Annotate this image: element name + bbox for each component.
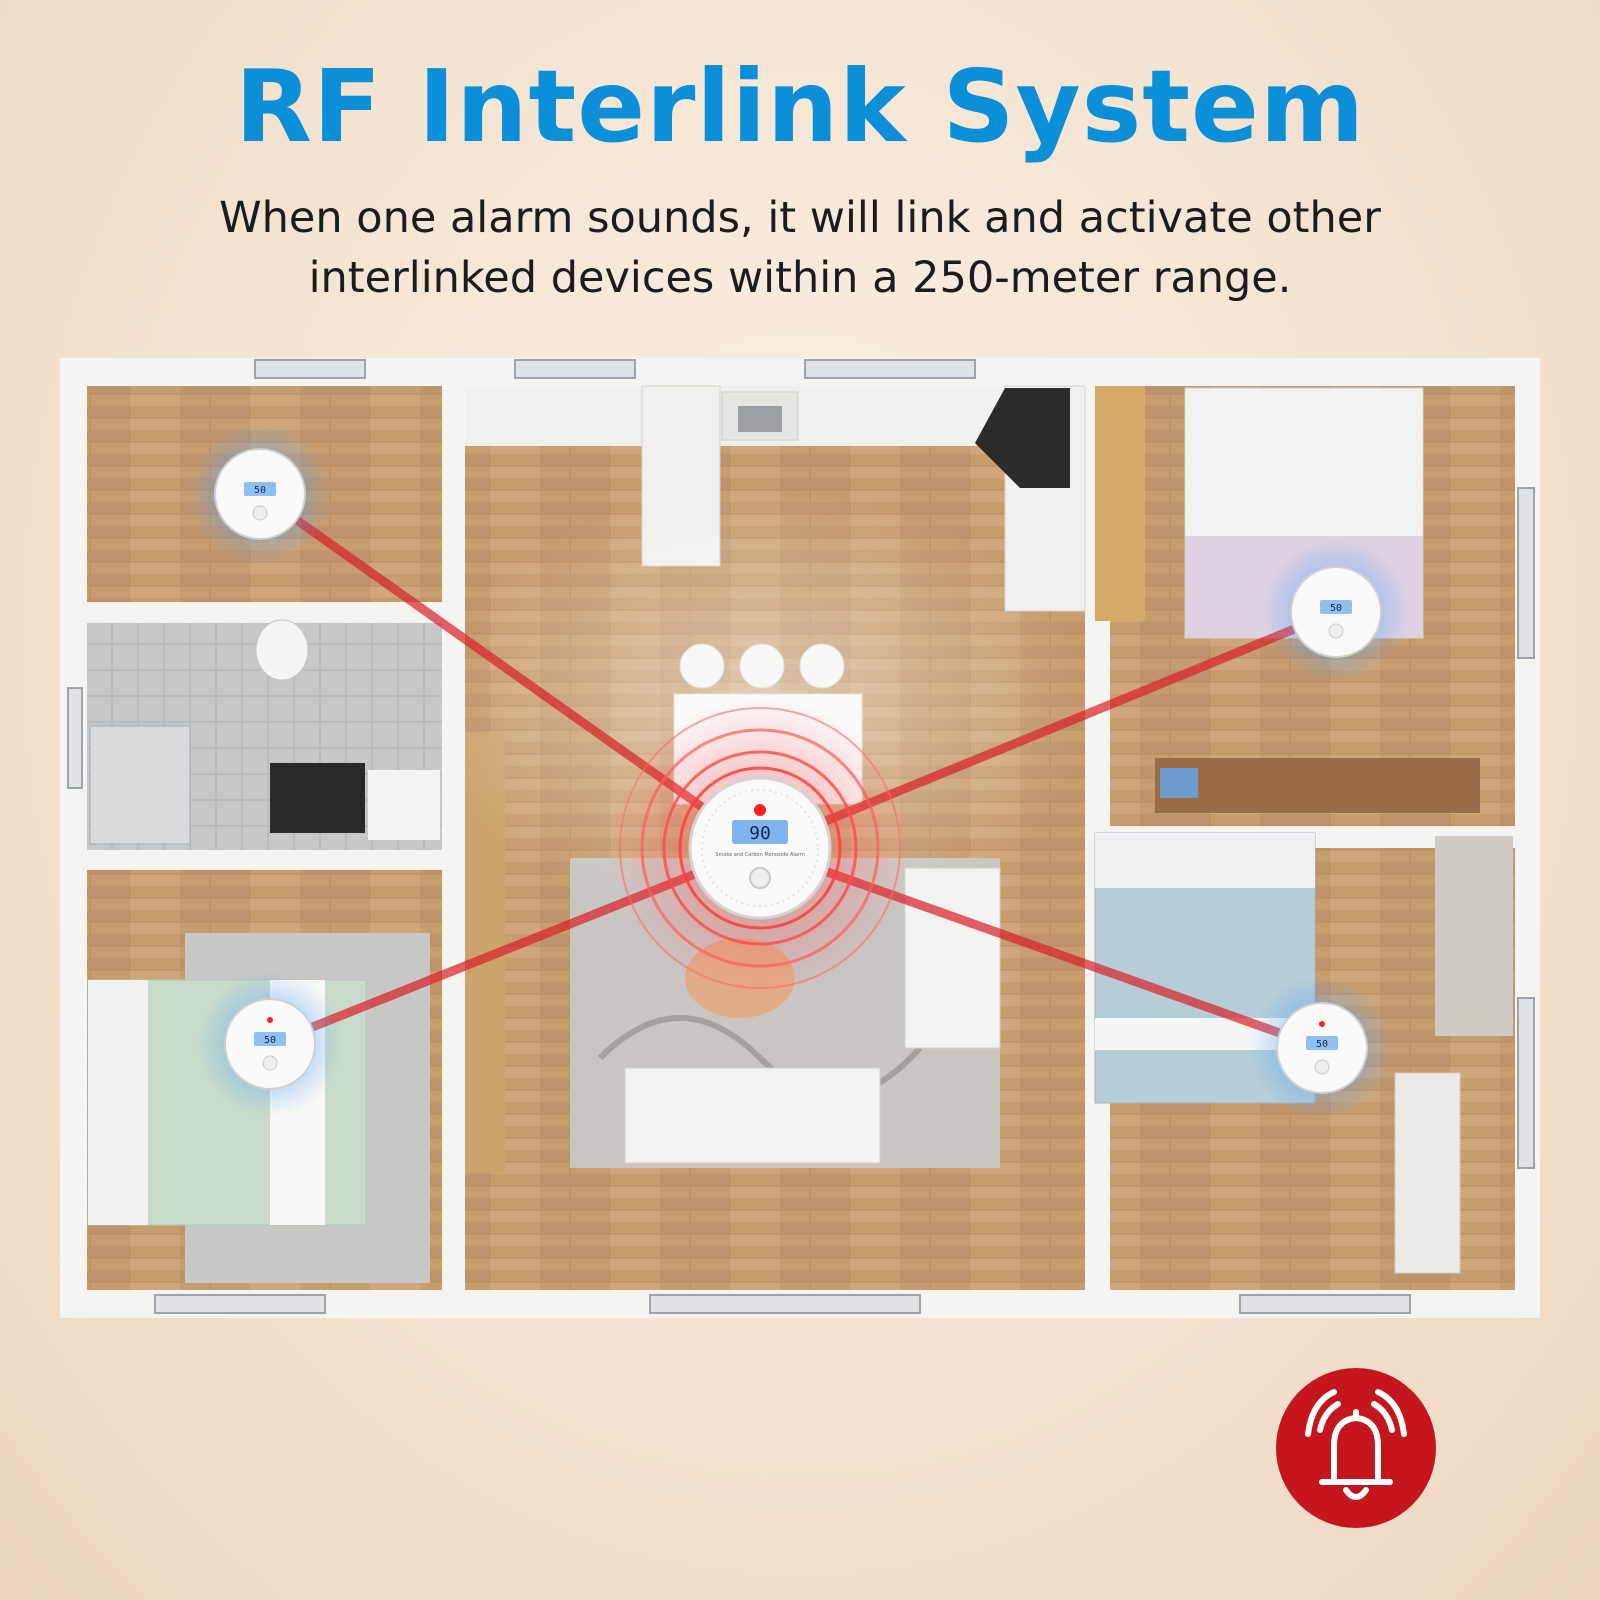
lcd-reading: 50 bbox=[1316, 1039, 1328, 1050]
lcd-reading: 90 bbox=[749, 823, 771, 844]
smoke-co-alarm-icon: 90 Smoke and Carbon Monoxide Alarm bbox=[688, 776, 832, 920]
ringing-bell-icon bbox=[1276, 1368, 1436, 1528]
bathroom-fixtures bbox=[89, 619, 440, 845]
subtitle-line-2: interlinked devices within a 250-meter r… bbox=[308, 253, 1292, 303]
windows bbox=[67, 359, 1535, 1314]
kitchen bbox=[465, 385, 1086, 612]
page-title: RF Interlink System bbox=[234, 48, 1366, 165]
test-button bbox=[749, 867, 771, 889]
smoke-co-alarm-icon: 50 bbox=[214, 448, 306, 540]
floor-plan: 90 Smoke and Carbon Monoxide Alarm 50 50… bbox=[60, 358, 1540, 1318]
alarm-caption: Smoke and Carbon Monoxide Alarm bbox=[715, 852, 805, 858]
subtitle-line-1: When one alarm sounds, it will link and … bbox=[219, 193, 1381, 243]
lcd-reading: 50 bbox=[254, 485, 266, 496]
smoke-co-alarm-icon: 50 bbox=[1290, 566, 1382, 658]
lcd-reading: 50 bbox=[1330, 603, 1342, 614]
lcd-display bbox=[732, 820, 788, 844]
smoke-co-alarm-icon: 50 bbox=[1276, 1002, 1368, 1094]
alarm-led bbox=[754, 804, 766, 816]
smoke-co-alarm-icon: 50 bbox=[224, 998, 316, 1090]
lcd-reading: 50 bbox=[264, 1035, 276, 1046]
